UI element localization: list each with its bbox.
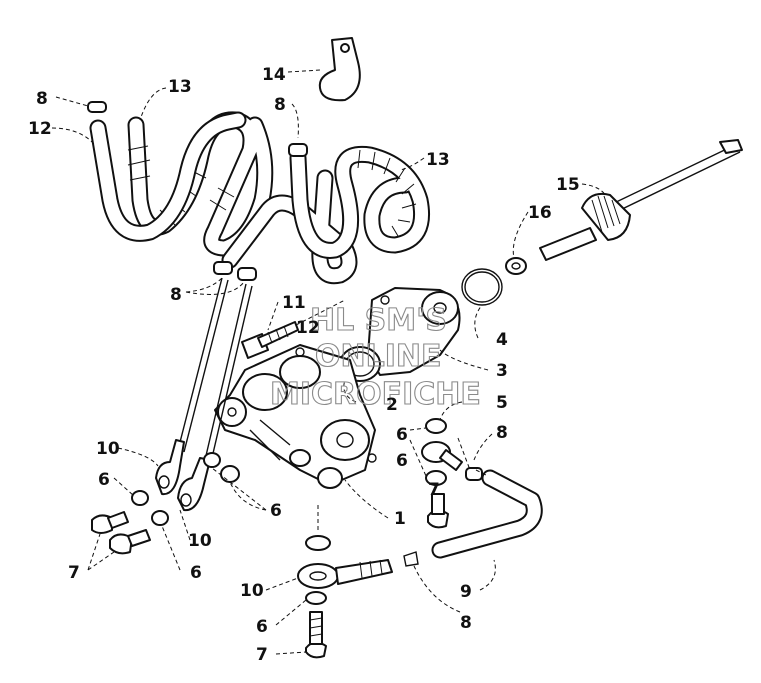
clamp-8-lines [213, 261, 257, 281]
leader-lines [51, 69, 607, 655]
hose-12-mid [221, 169, 358, 285]
callout-6: 6 [256, 617, 268, 637]
banjo-fitting-10-mid [177, 457, 211, 512]
callout-5: 5 [496, 393, 508, 413]
callout-14: 14 [262, 65, 286, 85]
callout-9: 9 [460, 582, 472, 602]
callout-3: 3 [496, 361, 508, 381]
callout-1: 1 [394, 509, 406, 529]
hose-13-right [289, 145, 431, 259]
drive-housing-3 [367, 287, 461, 376]
callout-15: 15 [556, 175, 580, 195]
watermark-line-3: MICROFICHE [270, 377, 481, 412]
watermark-line-1: HL SM'S [310, 303, 447, 338]
hose-9 [403, 467, 543, 567]
banjo-fitting-5 [421, 441, 463, 471]
callout-8: 8 [170, 285, 182, 305]
bolts-7 [91, 493, 449, 659]
hose-12-left [89, 111, 247, 242]
callout-7: 7 [256, 645, 268, 665]
callout-10: 10 [188, 531, 212, 551]
banjo-fitting-10-left [155, 439, 185, 496]
callout-13: 13 [426, 150, 450, 170]
callout-16: 16 [528, 203, 552, 223]
clamp-8-top-mid [288, 143, 308, 157]
oil-lines [177, 277, 253, 463]
callout-10: 10 [240, 581, 264, 601]
oring-4 [461, 268, 503, 306]
callout-11: 11 [282, 293, 306, 313]
watermark-line-2: ONLINE [315, 339, 442, 374]
callout-8: 8 [496, 423, 508, 443]
callout-12: 12 [28, 119, 52, 139]
callout-7: 7 [68, 563, 80, 583]
callout-7: 7 [428, 480, 440, 500]
washer-16 [505, 257, 527, 275]
callout-6: 6 [98, 470, 110, 490]
callout-2: 2 [386, 395, 398, 415]
callout-13: 13 [168, 77, 192, 97]
callout-10: 10 [96, 439, 120, 459]
callout-6: 6 [396, 451, 408, 471]
callout-4: 4 [496, 330, 508, 350]
callout-6: 6 [270, 501, 282, 521]
callout-8: 8 [36, 89, 48, 109]
callout-6: 6 [190, 563, 202, 583]
banjo-fitting-10-bottom [297, 559, 393, 589]
callout-6: 6 [396, 425, 408, 445]
oil-pump-1 [214, 344, 377, 489]
callout-12: 12 [296, 318, 320, 338]
callout-8: 8 [274, 95, 286, 115]
clamp-8-top-left [87, 101, 107, 113]
screw-11 [241, 321, 299, 359]
callout-8: 8 [460, 613, 472, 633]
tach-cable-15 [539, 139, 743, 261]
bracket-14 [318, 37, 361, 102]
